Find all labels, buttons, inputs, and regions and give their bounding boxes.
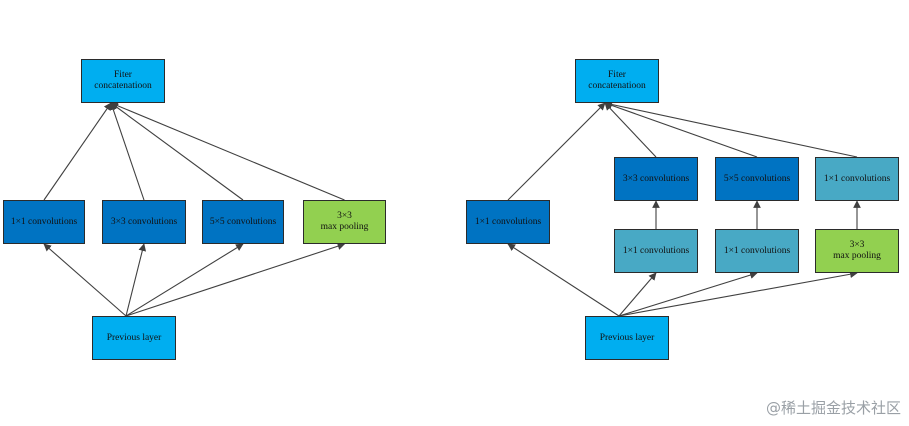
edge-right-r-c3-to-concat [604, 102, 657, 158]
right-max-pooling-node: 3×3 max pooling [815, 229, 899, 273]
edge-right-r-c1-to-concat [507, 102, 606, 201]
edge-right-prev-to-r-r5 [618, 271, 758, 317]
left-previous-layer-node: Previous layer [92, 316, 176, 360]
edge-right-prev-to-r-c1 [507, 243, 620, 317]
edge-right-r-c5-to-concat [604, 101, 758, 158]
left-1x1-convolutions-node: 1×1 convolutions [3, 200, 85, 244]
left-3x3-convolutions-node: 3×3 convolutions [102, 200, 186, 244]
edge-right-prev-to-r-r3 [618, 272, 657, 317]
left-5x5-convolutions-node: 5×5 convolutions [202, 200, 284, 244]
right-reduce-1x1-before-3x3-node: 1×1 convolutions [614, 229, 698, 273]
right-5x5-convolutions-node: 5×5 convolutions [715, 157, 799, 201]
edge-left-prev-to-l-pool [125, 242, 346, 317]
left-max-pooling-node: 3×3 max pooling [303, 200, 386, 244]
edge-right-r-c1p-to-concat [604, 100, 858, 158]
left-filter-concatenation-node: Fiter concatenatioon [81, 59, 165, 103]
edge-left-prev-to-l-c1 [43, 243, 127, 317]
edge-left-l-pool-to-concat [110, 102, 345, 201]
right-reduce-1x1-before-5x5-node: 1×1 convolutions [715, 229, 799, 273]
edge-left-prev-to-l-c5 [125, 243, 244, 317]
watermark-text: @稀土掘金技术社区 [765, 399, 901, 417]
edge-left-l-c3-to-concat [109, 102, 145, 201]
right-filter-concatenation-node: Fiter concatenatioon [575, 59, 659, 103]
right-3x3-convolutions-node: 3×3 convolutions [614, 157, 698, 201]
right-pool-projection-1x1-convolutions-node: 1×1 convolutions [815, 157, 899, 201]
edge-left-l-c5-to-concat [110, 102, 244, 201]
edge-left-l-c1-to-concat [43, 102, 112, 201]
right-previous-layer-node: Previous layer [585, 316, 669, 360]
right-1x1-convolutions-node: 1×1 convolutions [466, 200, 550, 244]
edge-left-prev-to-l-c3 [125, 243, 147, 317]
edge-right-prev-to-r-pool [618, 270, 858, 317]
